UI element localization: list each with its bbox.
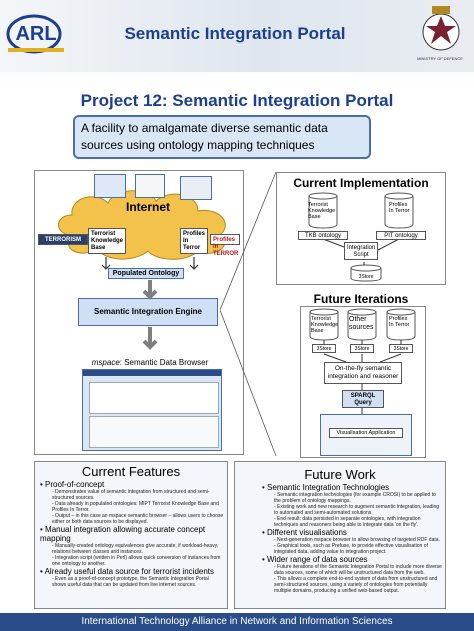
semantic-engine-box: Semantic Integration Engine (78, 298, 218, 326)
tagline-box: A facility to amalgamate diverse semanti… (73, 115, 371, 159)
panel-connector-lines (220, 171, 277, 457)
website-thumbnail-2 (135, 174, 165, 198)
fi-other-label: Other sources (349, 316, 374, 331)
website-thumbnail-1 (94, 174, 126, 198)
tkb-source-box: Terrorist Knowledge Base (88, 228, 126, 254)
mspace-name: mspace (91, 358, 120, 367)
cf-item-2: • Manual integration allowing accurate c… (40, 525, 224, 543)
fw-item-1: • Semantic Integration Technologies (262, 483, 444, 492)
fi-3store-2: 3Store (350, 344, 374, 353)
bullet-icon: • (40, 525, 46, 534)
fi-3store-3: 3Store (389, 344, 413, 353)
browser-titlebar (83, 370, 221, 376)
ci-integration-script-box: Integration Script (344, 242, 378, 260)
project-title: Project 12: Semantic Integration Portal (80, 91, 394, 110)
cf-item-1-sub-1: - Demonstrates value of semantic integra… (52, 489, 210, 501)
browser-label: mspace: Semantic Data Browser (80, 358, 220, 367)
fw-item-2-sub-1: - Next-generation mspace browser to allo… (274, 537, 440, 543)
header-banner (0, 0, 474, 72)
browser-label-rest: : Semantic Data Browser (119, 358, 209, 367)
cf-item-2-sub-2: - Integration script (written in Perl) a… (52, 555, 221, 567)
future-iterations-heading: Future Iterations (313, 292, 409, 306)
cf-item-3-sub-1: - Even as a proof-of-concept prototype, … (52, 576, 209, 588)
fw-item-1-sub-2: - Existing work and new research to augm… (274, 504, 440, 516)
fw-item-2-title: Different visualisations (267, 528, 347, 537)
bullet-icon: • (40, 567, 45, 576)
fw-item-3-sub-2: - This allows a complete end-to-end syst… (274, 576, 438, 594)
bullet-icon: • (40, 480, 46, 489)
fw-item-2: • Different visualisations (262, 528, 444, 537)
left-diagram-arrows (101, 257, 199, 350)
pit-logo: Profiles in TERROR (210, 234, 240, 257)
fw-item-1-title: Semantic Integration Technologies (267, 483, 390, 492)
internet-label: Internet (125, 200, 170, 214)
pit-source-box: Profiles In Terror (180, 228, 208, 254)
website-thumbnail-3 (180, 176, 212, 200)
fw-item-3-title: Wider range of data sources (267, 555, 368, 564)
ci-tkb-label: Terrorist Knowledge Base (308, 202, 336, 220)
terrorism-logo: TERRORISM (38, 234, 88, 245)
mod-caption: MINISTRY OF DEFENCE (417, 56, 463, 61)
mspace-browser-screenshot (82, 369, 222, 451)
bullet-icon: • (262, 555, 268, 564)
footer-bar: International Technology Alliance in Net… (0, 613, 474, 631)
current-features-panel (34, 461, 228, 609)
cf-item-1-sub-3: - Output – in this case an mspace semant… (52, 513, 224, 525)
future-work-panel (234, 461, 446, 609)
populated-ontology-box: Populated Ontology (108, 268, 184, 279)
bullet-icon: • (262, 483, 268, 492)
ci-pit-ontology-box: PIT ontology (376, 231, 426, 240)
ci-tkb-ontology-box: TKB ontology (298, 231, 348, 240)
current-implementation-heading: Current Implementation (293, 176, 429, 190)
current-implementation-diagram (308, 192, 414, 282)
current-features-heading: Current Features (81, 464, 181, 479)
cf-item-3-title: Already useful data source for terrorist… (44, 567, 215, 576)
cf-item-2-sub-1: - Manually-created ontology equivalences… (52, 543, 219, 555)
cf-item-3: • Already useful data source for terrori… (40, 567, 224, 576)
fi-tkb-label: Terrorist Knowledge Base (311, 316, 339, 334)
arl-logo: ARL (6, 14, 64, 54)
future-iterations-diagram (309, 308, 416, 414)
fw-item-3-sub-1: - Future iterations of the Semantic Inte… (274, 564, 442, 576)
fi-reasoner-box: On-the-fly semantic integration and reas… (324, 362, 402, 384)
fw-item-1-sub-3: - End result: data persisted in separate… (274, 516, 421, 528)
fi-visualisation-label: Visualisation Application (329, 428, 403, 438)
ci-3store-label: 3Store (358, 274, 374, 280)
fi-sparql-box: SPARQL Query (342, 390, 384, 408)
ci-pit-label: Profiles In Terror (389, 202, 410, 214)
future-work-list: • Semantic Integration Technologies - Se… (262, 483, 444, 594)
current-features-list: • Proof-of-concept - Demonstrates value … (40, 480, 224, 588)
cf-item-1-sub-2: - Data already in populated ontologies: … (52, 501, 219, 513)
browser-columns (89, 382, 219, 414)
fw-item-1-sub-1: - Semantic integration technologies (for… (274, 492, 436, 504)
browser-detail (89, 416, 219, 448)
bullet-icon: • (262, 528, 268, 537)
fw-item-2-sub-2: - Graphical tools, such as Prefuse, to p… (274, 543, 428, 555)
mod-crest-logo (422, 6, 460, 51)
cf-item-1: • Proof-of-concept (40, 480, 224, 489)
fw-item-3: • Wider range of data sources (262, 555, 444, 564)
cf-item-2-title: Manual integration allowing accurate con… (40, 525, 206, 543)
fi-visualisation-screenshot: Visualisation Application (320, 414, 412, 456)
page-title: Semantic Integration Portal (124, 24, 346, 43)
cf-item-1-title: Proof-of-concept (45, 480, 105, 489)
fi-pit-label: Profiles In Terror (389, 316, 410, 328)
fi-3store-1: 3Store (312, 344, 336, 353)
svg-text:ARL: ARL (15, 23, 56, 45)
future-work-heading: Future Work (304, 467, 376, 482)
